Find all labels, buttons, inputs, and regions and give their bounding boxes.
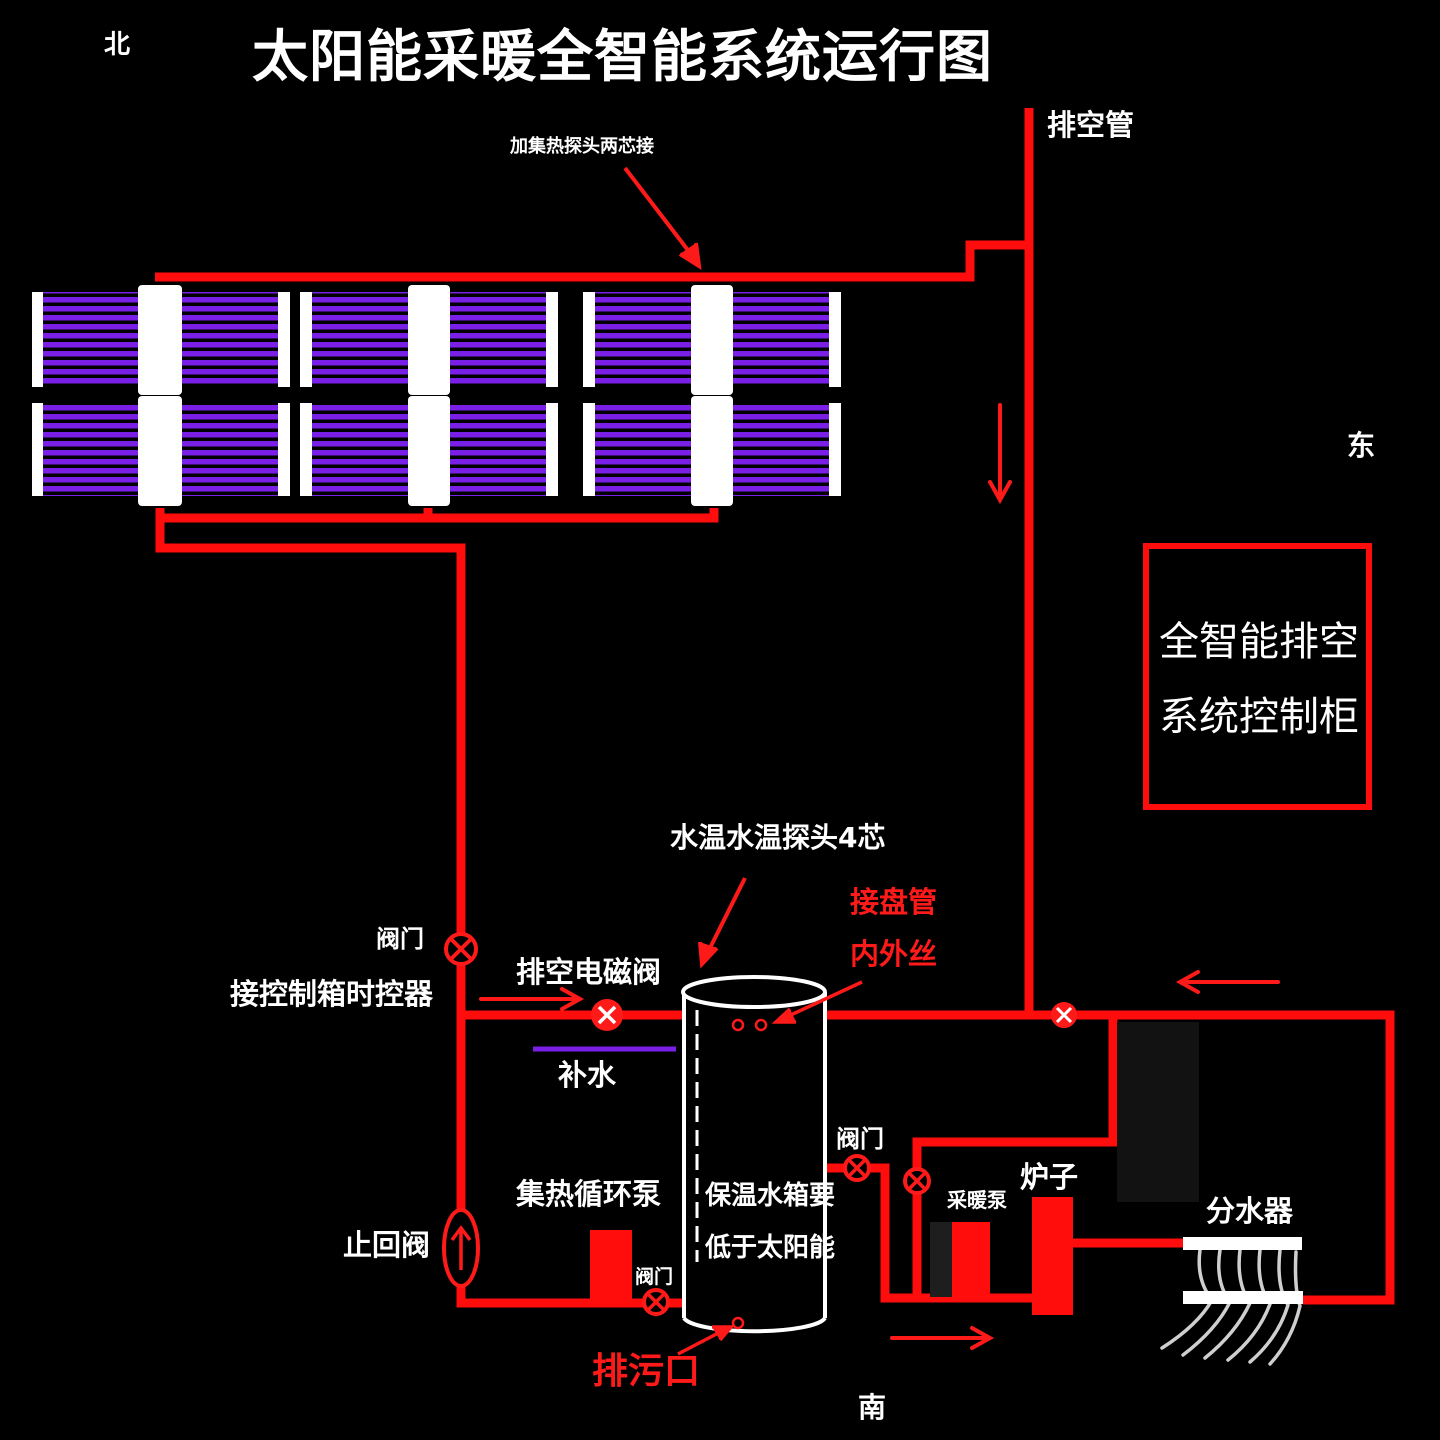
cabinet-label-line2: 系统控制柜 — [1159, 694, 1359, 740]
coil-connect-label-2: 内外丝 — [850, 937, 938, 971]
check-valve-icon — [442, 1208, 480, 1288]
compass-south: 南 — [858, 1391, 887, 1424]
pipe-network — [155, 108, 1395, 1308]
dark-block — [1117, 1022, 1199, 1202]
flow-arrow-icon — [988, 403, 1012, 505]
manifold-coils — [1160, 1248, 1302, 1366]
manifold — [1160, 1237, 1303, 1366]
drain-label: 排污口 — [592, 1351, 701, 1392]
cabinet-label-line1: 全智能排空 — [1159, 619, 1359, 665]
collector-top-pipe — [155, 240, 1027, 282]
valve-icon — [591, 999, 623, 1031]
manifold-bar-top — [1183, 1237, 1302, 1250]
tank-top-outlet-pipe — [825, 1010, 1395, 1305]
valve-top-label: 阀门 — [376, 925, 424, 953]
valve-icon — [903, 1167, 931, 1195]
check-valve-label: 止回阀 — [343, 1228, 431, 1262]
tank-note-line2: 低于太阳能 — [705, 1233, 836, 1263]
valve-icon — [444, 932, 478, 966]
valve-pump-label: 阀门 — [635, 1266, 674, 1288]
flow-arrow-icon — [890, 1326, 995, 1350]
pointer-arrow-collector-probe — [623, 166, 702, 270]
solar-collector-row-bottom — [42, 403, 829, 496]
timer-label: 接控制箱时控器 — [230, 977, 434, 1011]
tank-note-line1: 保温水箱要 — [705, 1181, 836, 1211]
circulation-pump — [590, 1230, 632, 1305]
compass-north: 北 — [104, 30, 131, 60]
manifold-bar-bottom — [1183, 1291, 1303, 1304]
collector-headers — [138, 285, 733, 506]
coil-connect-label-1: 接盘管 — [850, 885, 938, 919]
drain-port — [731, 1316, 745, 1330]
pointer-arrow-drain — [677, 1325, 735, 1356]
coil-port-1 — [731, 1018, 745, 1032]
vent-pipe-label: 排空管 — [1047, 108, 1135, 142]
collector-bottom-manifold — [155, 508, 719, 523]
valve-right-label: 阀门 — [836, 1125, 884, 1153]
flow-arrow-icon — [479, 987, 585, 1011]
makeup-water-label: 补水 — [558, 1058, 617, 1092]
solar-collector-array — [32, 285, 841, 506]
tank-probe-label: 水温水温探头4芯 — [670, 821, 886, 854]
heating-pump-label: 采暖泵 — [947, 1188, 1007, 1212]
compass-east: 东 — [1347, 429, 1376, 462]
valve-icon — [1051, 1002, 1077, 1028]
page-title: 太阳能采暖全智能系统运行图 — [252, 25, 993, 90]
collector-probe-label: 加集热探头两芯接 — [510, 136, 654, 157]
storage-tank — [681, 975, 827, 1334]
coil-port-2 — [754, 1018, 768, 1032]
flow-arrow-icon — [1175, 970, 1280, 994]
pointer-arrow-coil — [771, 980, 863, 1024]
vent-solenoid-label: 排空电磁阀 — [516, 955, 662, 989]
stove-label: 炉子 — [1020, 1160, 1079, 1194]
pointer-arrow-tank-probe — [698, 877, 747, 969]
heating-pump-shadow — [930, 1222, 952, 1297]
heating-pump — [952, 1222, 990, 1297]
valve-icon — [843, 1154, 871, 1182]
valve-icon — [642, 1288, 670, 1316]
manifold-label: 分水器 — [1206, 1194, 1294, 1228]
collector-return-pipe — [155, 518, 685, 1308]
control-cabinet — [1143, 543, 1372, 810]
collector-end-caps — [32, 292, 841, 496]
circulation-pump-label: 集热循环泵 — [516, 1177, 662, 1211]
stove-feed-pipe — [912, 1015, 1118, 1298]
stove — [1032, 1197, 1073, 1315]
solar-collector-row-top — [42, 292, 829, 387]
